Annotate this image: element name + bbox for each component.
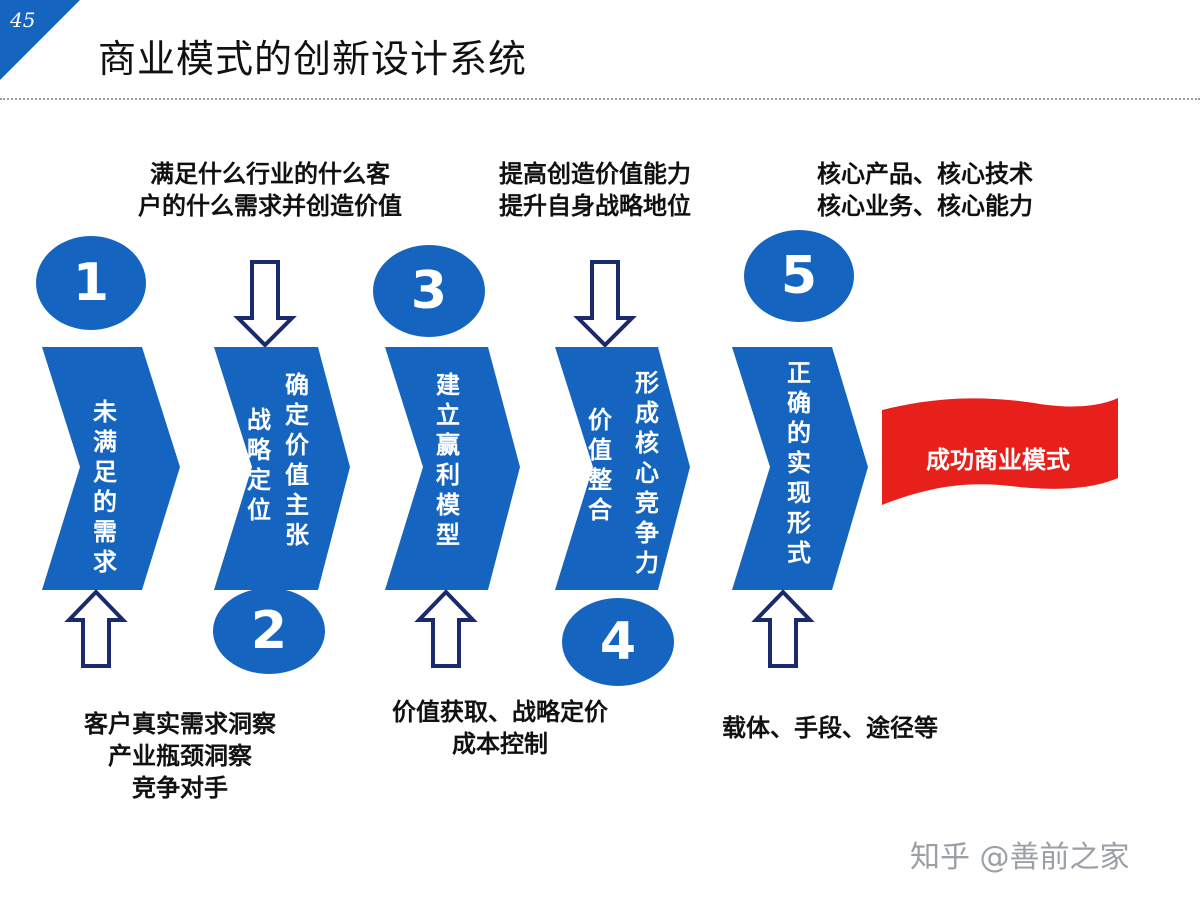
success-flag [882, 398, 1118, 505]
step-4-label-left: 价值整合 [588, 406, 612, 524]
chevron-step-4 [555, 347, 690, 590]
up-arrow-icon [64, 589, 128, 668]
step-2-label-left: 战略定位 [247, 406, 271, 524]
annotation-line: 核心产品、核心技术 [817, 160, 1033, 188]
annotation-line: 产业瓶颈洞察 [108, 742, 252, 770]
annotation-line: 价值获取、战略定价 [392, 698, 608, 726]
page-number: 45 [10, 8, 36, 32]
slide-title: 商业模式的创新设计系统 [98, 37, 528, 81]
step-5-label: 正确的实现形式 [787, 359, 811, 567]
annotation-bottom-carrier: 载体、手段、途径等 [700, 712, 960, 744]
annotation-top-core: 核心产品、核心技术 核心业务、核心能力 [790, 158, 1060, 222]
step-4-label-right: 形成核心竞争力 [635, 369, 659, 577]
step-number-5: 5 [744, 230, 854, 322]
annotation-line: 成本控制 [452, 730, 548, 758]
annotation-line: 提高创造价值能力 [499, 160, 691, 188]
step-number-1: 1 [36, 236, 146, 330]
success-label: 成功商业模式 [926, 446, 1070, 474]
annotation-line: 竞争对手 [132, 774, 228, 802]
step-2-label-right: 确定价值主张 [285, 371, 309, 549]
up-arrow-icon [414, 589, 478, 668]
corner-triangle [0, 0, 80, 80]
down-arrow-icon [233, 260, 297, 348]
annotation-line: 提升自身战略地位 [499, 192, 691, 220]
annotation-line: 满足什么行业的什么客 [150, 160, 390, 188]
annotation-line: 核心业务、核心能力 [817, 192, 1033, 220]
step-1-label: 未满足的需求 [93, 398, 117, 576]
annotation-top-value-proposition: 满足什么行业的什么客 户的什么需求并创造价值 [100, 158, 440, 222]
chevron-step-3 [385, 347, 520, 590]
annotation-bottom-pricing: 价值获取、战略定价 成本控制 [370, 696, 630, 760]
step-number-2: 2 [213, 588, 325, 674]
step-number-4: 4 [562, 598, 674, 686]
annotation-bottom-insight: 客户真实需求洞察 产业瓶颈洞察 竞争对手 [60, 708, 300, 804]
step-number-3: 3 [373, 245, 485, 337]
chevron-step-2 [214, 347, 350, 590]
down-arrow-icon [573, 260, 637, 348]
annotation-line: 户的什么需求并创造价值 [138, 192, 402, 220]
watermark: 知乎 @善前之家 [910, 840, 1130, 875]
title-divider [0, 98, 1200, 100]
chevron-step-5 [732, 347, 868, 590]
up-arrow-icon [751, 589, 815, 668]
step-3-label: 建立赢利模型 [436, 371, 460, 549]
annotation-line: 客户真实需求洞察 [84, 710, 276, 738]
annotation-line: 载体、手段、途径等 [722, 714, 938, 742]
chevron-step-1 [42, 347, 180, 590]
annotation-top-competence: 提高创造价值能力 提升自身战略地位 [470, 158, 720, 222]
